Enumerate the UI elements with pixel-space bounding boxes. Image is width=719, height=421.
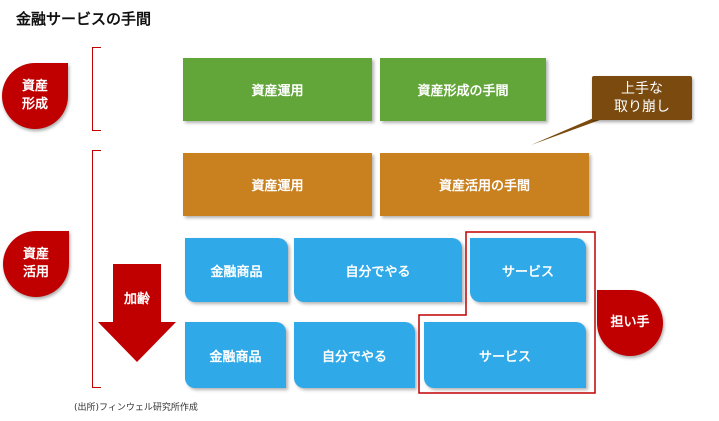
page-title: 金融サービスの手間 <box>16 10 152 28</box>
source-note: (出所)フィンウェル研究所作成 <box>74 403 198 413</box>
formation-effort-box: 資産形成の手間 <box>380 58 546 121</box>
asset-formation-label: 資産 形成 <box>2 63 68 129</box>
service-box-2: サービス <box>424 322 586 388</box>
financial-product-box-1: 金融商品 <box>185 238 288 302</box>
formation-bracket <box>92 47 101 131</box>
aging-arrow-label: 加齢 <box>123 292 150 307</box>
asset-utilization-label: 資産 活用 <box>3 231 69 297</box>
financial-product-box-2: 金融商品 <box>185 322 286 388</box>
good-drawdown-callout: 上手な 取り崩し <box>592 76 692 120</box>
formation-asset-management-box: 資産運用 <box>183 58 372 121</box>
utilization-asset-management-box: 資産運用 <box>183 153 372 216</box>
utilization-effort-box: 資産活用の手間 <box>380 153 589 216</box>
utilization-bracket <box>92 150 101 388</box>
do-it-yourself-box-2: 自分でやる <box>294 322 415 388</box>
bearer-label: 担い手 <box>597 290 663 356</box>
do-it-yourself-box-1: 自分でやる <box>294 238 462 302</box>
service-box-1: サービス <box>470 238 586 302</box>
